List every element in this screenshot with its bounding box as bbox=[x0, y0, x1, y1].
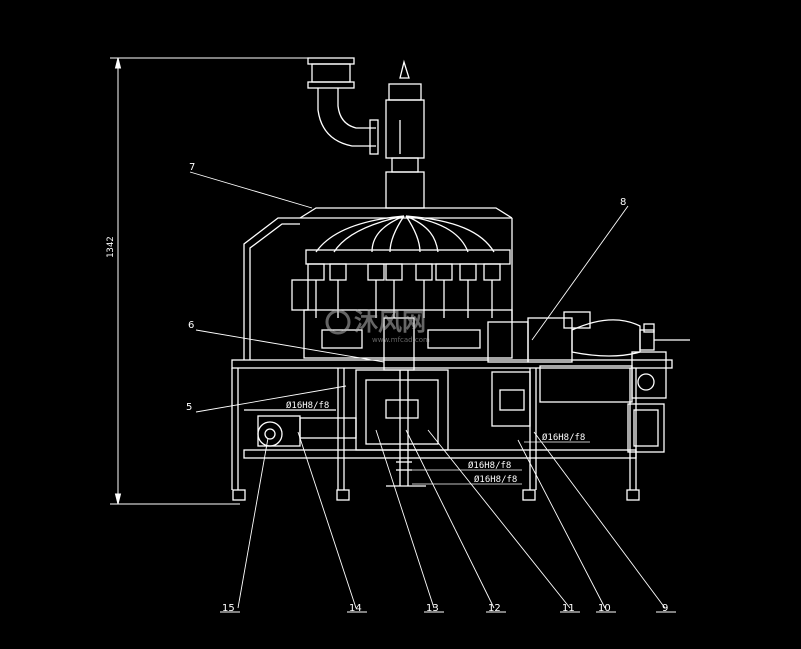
fit-dimension-lines bbox=[270, 409, 590, 485]
fit-label-3: Ø16H8/f8 bbox=[474, 474, 517, 485]
part-number-11: 11 bbox=[562, 603, 575, 614]
part-leader-lines bbox=[189, 171, 676, 613]
machine-outline bbox=[231, 57, 690, 501]
part-number-15: 15 bbox=[222, 603, 235, 614]
part-number-6: 6 bbox=[188, 320, 194, 331]
watermark-url: www.mfcad.com bbox=[372, 336, 430, 344]
watermark-text: 沐风网 bbox=[354, 308, 426, 336]
part-number-9: 9 bbox=[662, 603, 668, 614]
part-number-13: 13 bbox=[426, 603, 439, 614]
part-number-8: 8 bbox=[620, 197, 626, 208]
part-number-5: 5 bbox=[186, 402, 192, 413]
fit-label-2: Ø16H8/f8 bbox=[468, 460, 511, 471]
height-dimension-text: 1342 bbox=[106, 236, 116, 258]
part-number-14: 14 bbox=[349, 603, 362, 614]
part-number-7: 7 bbox=[189, 162, 195, 173]
height-dimension bbox=[110, 57, 318, 505]
fit-label-1: Ø16H8/f8 bbox=[286, 400, 329, 411]
part-number-10: 10 bbox=[598, 603, 611, 614]
watermark: 沐风网 www.mfcad.com bbox=[325, 308, 430, 344]
watermark-logo-icon bbox=[325, 309, 351, 335]
fit-label-4: Ø16H8/f8 bbox=[542, 432, 585, 443]
part-number-12: 12 bbox=[488, 603, 501, 614]
